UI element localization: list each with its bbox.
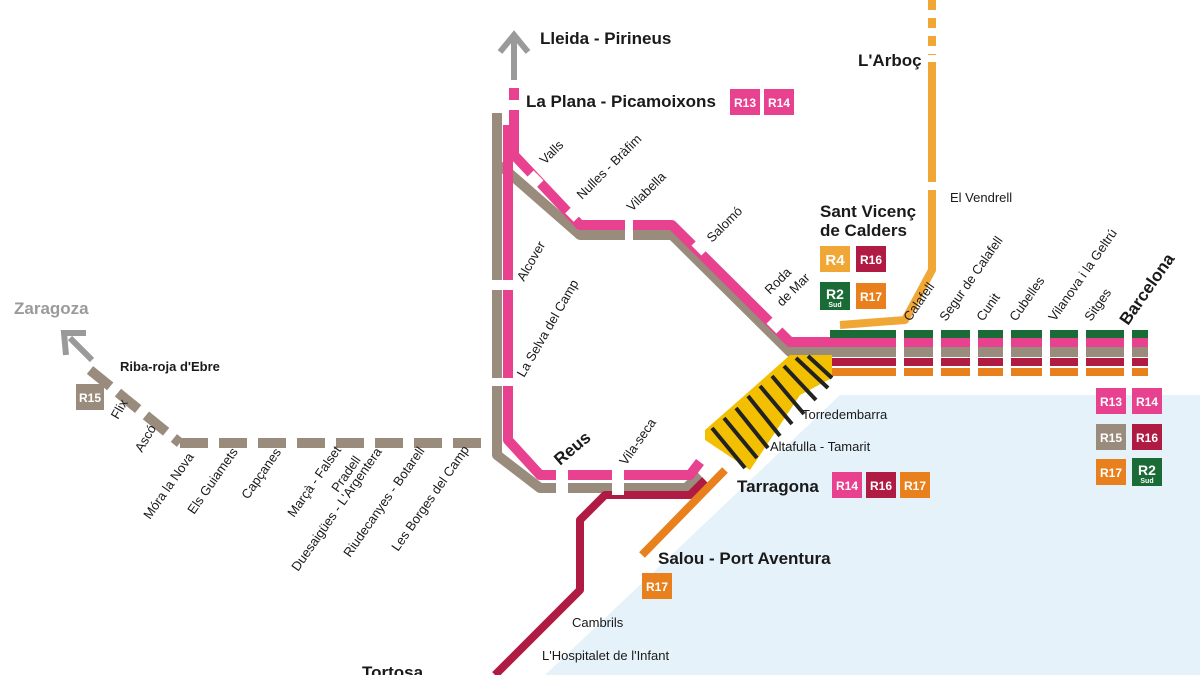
svg-text:R2: R2 [826,286,844,302]
svg-text:R14: R14 [1136,395,1158,409]
station-altafulla[interactable]: Altafulla - Tamarit [770,439,871,454]
badge-sant-vicenc-r2: R2 Sud [820,282,850,310]
badge-sant-vicenc-r4: R4 [820,246,850,272]
station-nulles[interactable]: Nulles - Bràfim [574,131,645,202]
station-cambrils[interactable]: Cambrils [572,615,624,630]
svg-text:R13: R13 [734,96,756,110]
svg-text:Sud: Sud [828,302,841,309]
line-r17 [639,368,1148,558]
station-borges[interactable]: Les Borges del Camp [388,443,472,554]
svg-text:R17: R17 [904,479,926,493]
svg-text:R17: R17 [646,580,668,594]
terminal-zaragoza: Zaragoza [14,299,89,318]
badge-riba-roja-r15: R15 [76,384,104,410]
svg-text:R16: R16 [1136,431,1158,445]
badge-tarragona-r17: R17 [900,472,930,498]
svg-text:R4: R4 [825,252,845,269]
station-gaps [490,170,1132,495]
svg-text:R13: R13 [1100,395,1122,409]
station-cunit[interactable]: Cunit [973,290,1003,324]
badge-tarragona-r16: R16 [866,472,896,498]
badge-barcelona-r13: R13 [1096,388,1126,414]
station-la-plana[interactable]: La Plana - Picamoixons [526,92,716,111]
svg-text:R17: R17 [1100,466,1122,480]
svg-text:Sud: Sud [1140,478,1153,485]
badge-la-plana-r14: R14 [764,89,794,115]
station-vila-seca[interactable]: Vila-seca [616,415,659,468]
station-vilabella[interactable]: Vilabella [624,168,670,214]
svg-text:R15: R15 [79,391,101,405]
station-cubelles[interactable]: Cubelles [1006,273,1048,323]
station-sant-vicenc-1[interactable]: Sant Vicenç [820,202,916,221]
station-salou[interactable]: Salou - Port Aventura [658,549,831,568]
line-r4 [839,0,936,329]
badge-sant-vicenc-r16: R16 [856,246,886,272]
line-r16 [492,358,1148,675]
svg-text:R17: R17 [860,290,882,304]
station-torredembarra[interactable]: Torredembarra [802,407,888,422]
svg-text:R16: R16 [860,253,882,267]
svg-text:R14: R14 [768,96,790,110]
station-el-vendrell[interactable]: El Vendrell [950,190,1012,205]
svg-text:R16: R16 [870,479,892,493]
hatched-corridor [705,354,834,470]
station-guiamets[interactable]: Els Guiamets [184,444,241,516]
svg-text:R14: R14 [836,479,858,493]
station-sant-vicenc-2[interactable]: de Calders [820,221,907,240]
station-salomo[interactable]: Salomó [704,203,746,245]
badge-sant-vicenc-r17: R17 [856,283,886,309]
station-alcover[interactable]: Alcover [514,238,549,284]
station-la-selva[interactable]: La Selva del Camp [514,277,582,380]
station-capcanes[interactable]: Capçanes [238,445,284,502]
terminal-barcelona: Barcelona [1116,250,1179,329]
badge-la-plana-r13: R13 [730,89,760,115]
arrow-zaragoza [60,330,95,363]
badge-barcelona-r2: R2 Sud [1132,458,1162,486]
station-hospitalet[interactable]: L'Hospitalet de l'Infant [542,648,669,663]
station-segur[interactable]: Segur de Calafell [936,233,1006,323]
station-sitges[interactable]: Sitges [1081,285,1114,324]
sea-area [545,395,1200,675]
badge-barcelona-r15: R15 [1096,424,1126,450]
badge-barcelona-r17: R17 [1096,459,1126,485]
badge-barcelona-r16: R16 [1132,424,1162,450]
badge-salou-r17: R17 [642,573,672,599]
station-reus[interactable]: Reus [550,428,594,469]
arrow-lleida [497,30,531,80]
terminal-lleida: Lleida - Pirineus [540,29,671,48]
svg-text:R15: R15 [1100,431,1122,445]
svg-text:R2: R2 [1138,462,1156,478]
line-r15 [86,113,1148,493]
terminal-tortosa: Tortosa [362,663,424,675]
station-tarragona[interactable]: Tarragona [737,477,819,496]
station-larboc[interactable]: L'Arboç [858,51,922,70]
station-vilanova[interactable]: Vilanova i la Geltrú [1045,226,1120,324]
station-valls[interactable]: Valls [537,137,567,167]
badge-barcelona-r14: R14 [1132,388,1162,414]
badge-tarragona-r14: R14 [832,472,862,498]
station-riba-roja[interactable]: Riba-roja d'Ebre [120,359,220,374]
